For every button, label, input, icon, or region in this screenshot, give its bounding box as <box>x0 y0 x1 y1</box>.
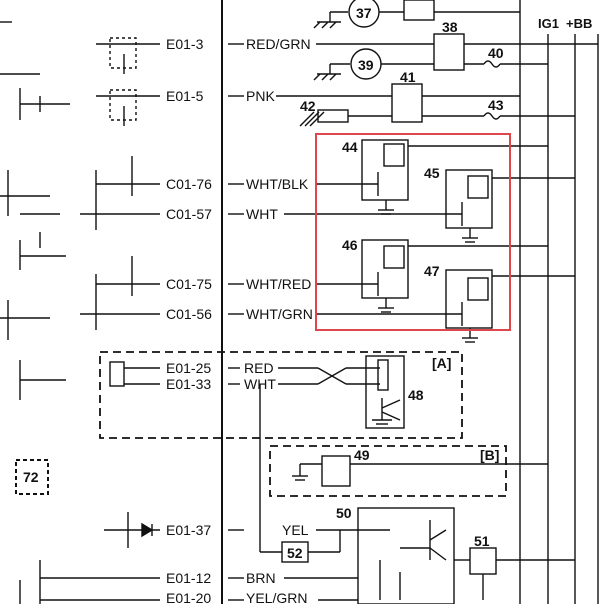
connector-pin-label: E01-5 <box>166 88 204 104</box>
wire-color-label: WHT <box>244 376 276 392</box>
component-label-37: 37 <box>356 5 372 21</box>
component-label-47: 47 <box>424 263 440 279</box>
wire-color-label: RED <box>244 360 274 376</box>
component-label-49: 49 <box>354 447 370 463</box>
wire-color-label: WHT <box>246 206 278 222</box>
rail-label-ig1: IG1 <box>538 16 559 31</box>
rail-label-bb: +BB <box>566 16 592 31</box>
component-label-41: 41 <box>400 69 416 85</box>
component-label-48: 48 <box>408 387 424 403</box>
module-50-box <box>357 507 455 604</box>
driver-45-box <box>445 169 493 229</box>
wire-color-label: YEL/GRN <box>246 590 307 604</box>
relay-38-box <box>433 33 465 71</box>
component-72-box <box>15 459 49 495</box>
component-label-40: 40 <box>488 45 504 61</box>
connector-pin-label: E01-37 <box>166 522 211 538</box>
group-b-box <box>269 445 507 497</box>
connector-pin-label: E01-33 <box>166 376 211 392</box>
connector-pin-label: C01-57 <box>166 206 212 222</box>
component-label-51: 51 <box>474 533 490 549</box>
wire-color-label: WHT/GRN <box>246 306 313 322</box>
connector-pin-label: E01-3 <box>166 36 204 52</box>
component-label-72: 72 <box>23 469 39 485</box>
transistor-49-box <box>321 455 351 487</box>
wire-color-label: PNK <box>246 88 275 104</box>
component-label-44: 44 <box>342 139 358 155</box>
wire-color-label: WHT/RED <box>246 276 311 292</box>
highlighted-driver-group <box>315 133 511 331</box>
component-51-box <box>469 547 497 575</box>
driver-47-box <box>445 269 493 329</box>
wire-color-label: YEL <box>282 522 309 538</box>
wire-color-label: WHT/BLK <box>246 176 309 192</box>
group-a-box <box>99 351 463 439</box>
component-label-43: 43 <box>488 97 504 113</box>
component-label-39: 39 <box>358 57 374 73</box>
component-label-46: 46 <box>342 237 358 253</box>
connector-pin-label: E01-12 <box>166 570 211 586</box>
component-label-52: 52 <box>287 545 303 561</box>
connector-pin-label: C01-56 <box>166 306 212 322</box>
wire-color-label: RED/GRN <box>246 36 311 52</box>
wire-color-label: BRN <box>246 570 276 586</box>
component-label-42: 42 <box>300 98 316 114</box>
connector-pin-label: C01-75 <box>166 276 212 292</box>
component-label-50: 50 <box>336 505 352 521</box>
component-label-45: 45 <box>424 165 440 181</box>
component-label-38: 38 <box>442 19 458 35</box>
group-label-b: [B] <box>480 447 499 463</box>
connector-pin-label: C01-76 <box>166 176 212 192</box>
connector-pin-label: E01-25 <box>166 360 211 376</box>
relay-41-box <box>391 83 423 123</box>
group-label-a: [A] <box>432 355 451 371</box>
sensor-48-box <box>365 355 405 429</box>
driver-44-box <box>361 139 409 201</box>
driver-46-box <box>361 239 409 299</box>
connector-pin-label: E01-20 <box>166 590 211 604</box>
